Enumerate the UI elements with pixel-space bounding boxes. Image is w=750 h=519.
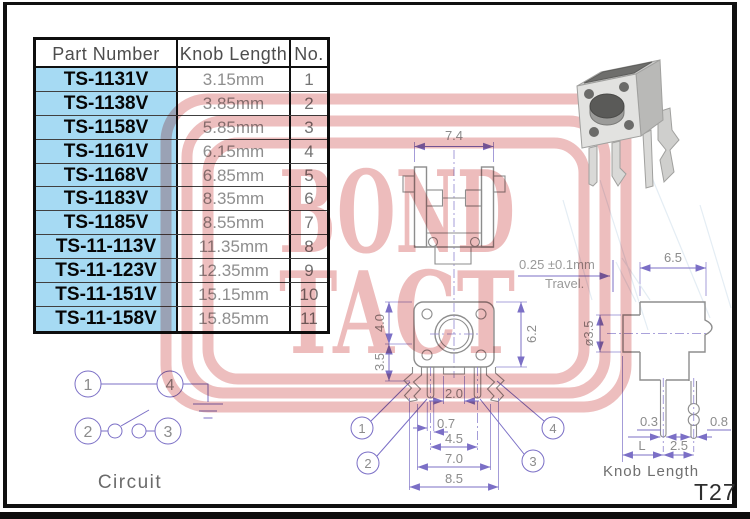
part-number-cell: TS-1183V (36, 187, 178, 211)
switch-front-leg-right (611, 140, 627, 187)
table-header-row: Part Number Knob Length No. (36, 40, 327, 68)
table-row: TS-1131V 3.15mm 1 (36, 68, 327, 92)
part-number-cell: TS-1168V (36, 163, 178, 187)
pin-4-callout: 4 (549, 421, 556, 436)
part-number-cell: TS-1161V (36, 139, 178, 163)
switch-right-leg (642, 129, 654, 189)
part-number-cell: TS-1131V (36, 68, 178, 91)
dim-pin-width: 0.7 (437, 416, 455, 431)
dim-knob-len-sym: L (638, 438, 645, 453)
part-number-cell: TS-1185V (36, 211, 178, 235)
pin-3-callout: 3 (529, 454, 536, 469)
bottom-bar (0, 512, 750, 519)
dim-total-width: 8.5 (445, 471, 463, 486)
switch-rear-leg (657, 107, 680, 184)
pin-1-callout: 1 (358, 421, 365, 436)
circuit-terminal-1: 1 (84, 377, 93, 394)
part-number-cell: TS-1158V (36, 115, 178, 139)
circuit-label: Circuit (98, 472, 162, 493)
dim-pin-offset: 2.5 (670, 438, 688, 453)
knob-length-cell: 3.15mm (178, 68, 291, 91)
switch-button-top (589, 93, 625, 119)
page-number: T27 (694, 479, 737, 505)
dim-side-width: 6.5 (664, 250, 682, 265)
part-number-cell: TS-1138V (36, 91, 178, 115)
dim-rear-pin: 0.8 (710, 414, 728, 429)
col-header-knob-length: Knob Length (178, 40, 291, 66)
no-cell: 1 (304, 70, 314, 89)
dim-front-leg: 0.3 (640, 414, 658, 429)
switch-front-leg-left (588, 145, 598, 187)
switch-top-recess (583, 61, 653, 84)
circuit-terminal-3: 3 (164, 424, 173, 441)
part-number-cell: TS-11-123V (36, 259, 178, 283)
col-header-part-number: Part Number (36, 40, 178, 66)
col-header-no: No. (294, 44, 324, 64)
part-number-cell: TS-11-158V (36, 306, 178, 331)
pin-2-callout: 2 (364, 456, 371, 471)
circuit-terminal-2: 2 (84, 424, 93, 441)
dim-inner-pitch: 4.5 (445, 431, 463, 446)
dim-outer-pitch: 7.0 (445, 451, 463, 466)
knob-length-label: Knob Length (603, 463, 699, 480)
